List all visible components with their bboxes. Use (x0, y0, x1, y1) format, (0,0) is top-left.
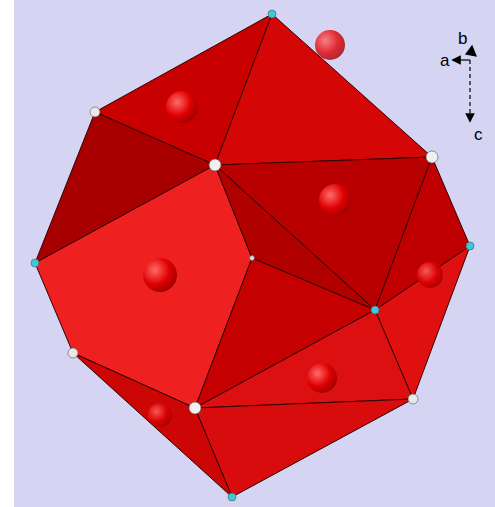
axis-label: c (474, 126, 483, 143)
axis-label: a (440, 52, 449, 69)
axis-label: b (458, 30, 467, 47)
